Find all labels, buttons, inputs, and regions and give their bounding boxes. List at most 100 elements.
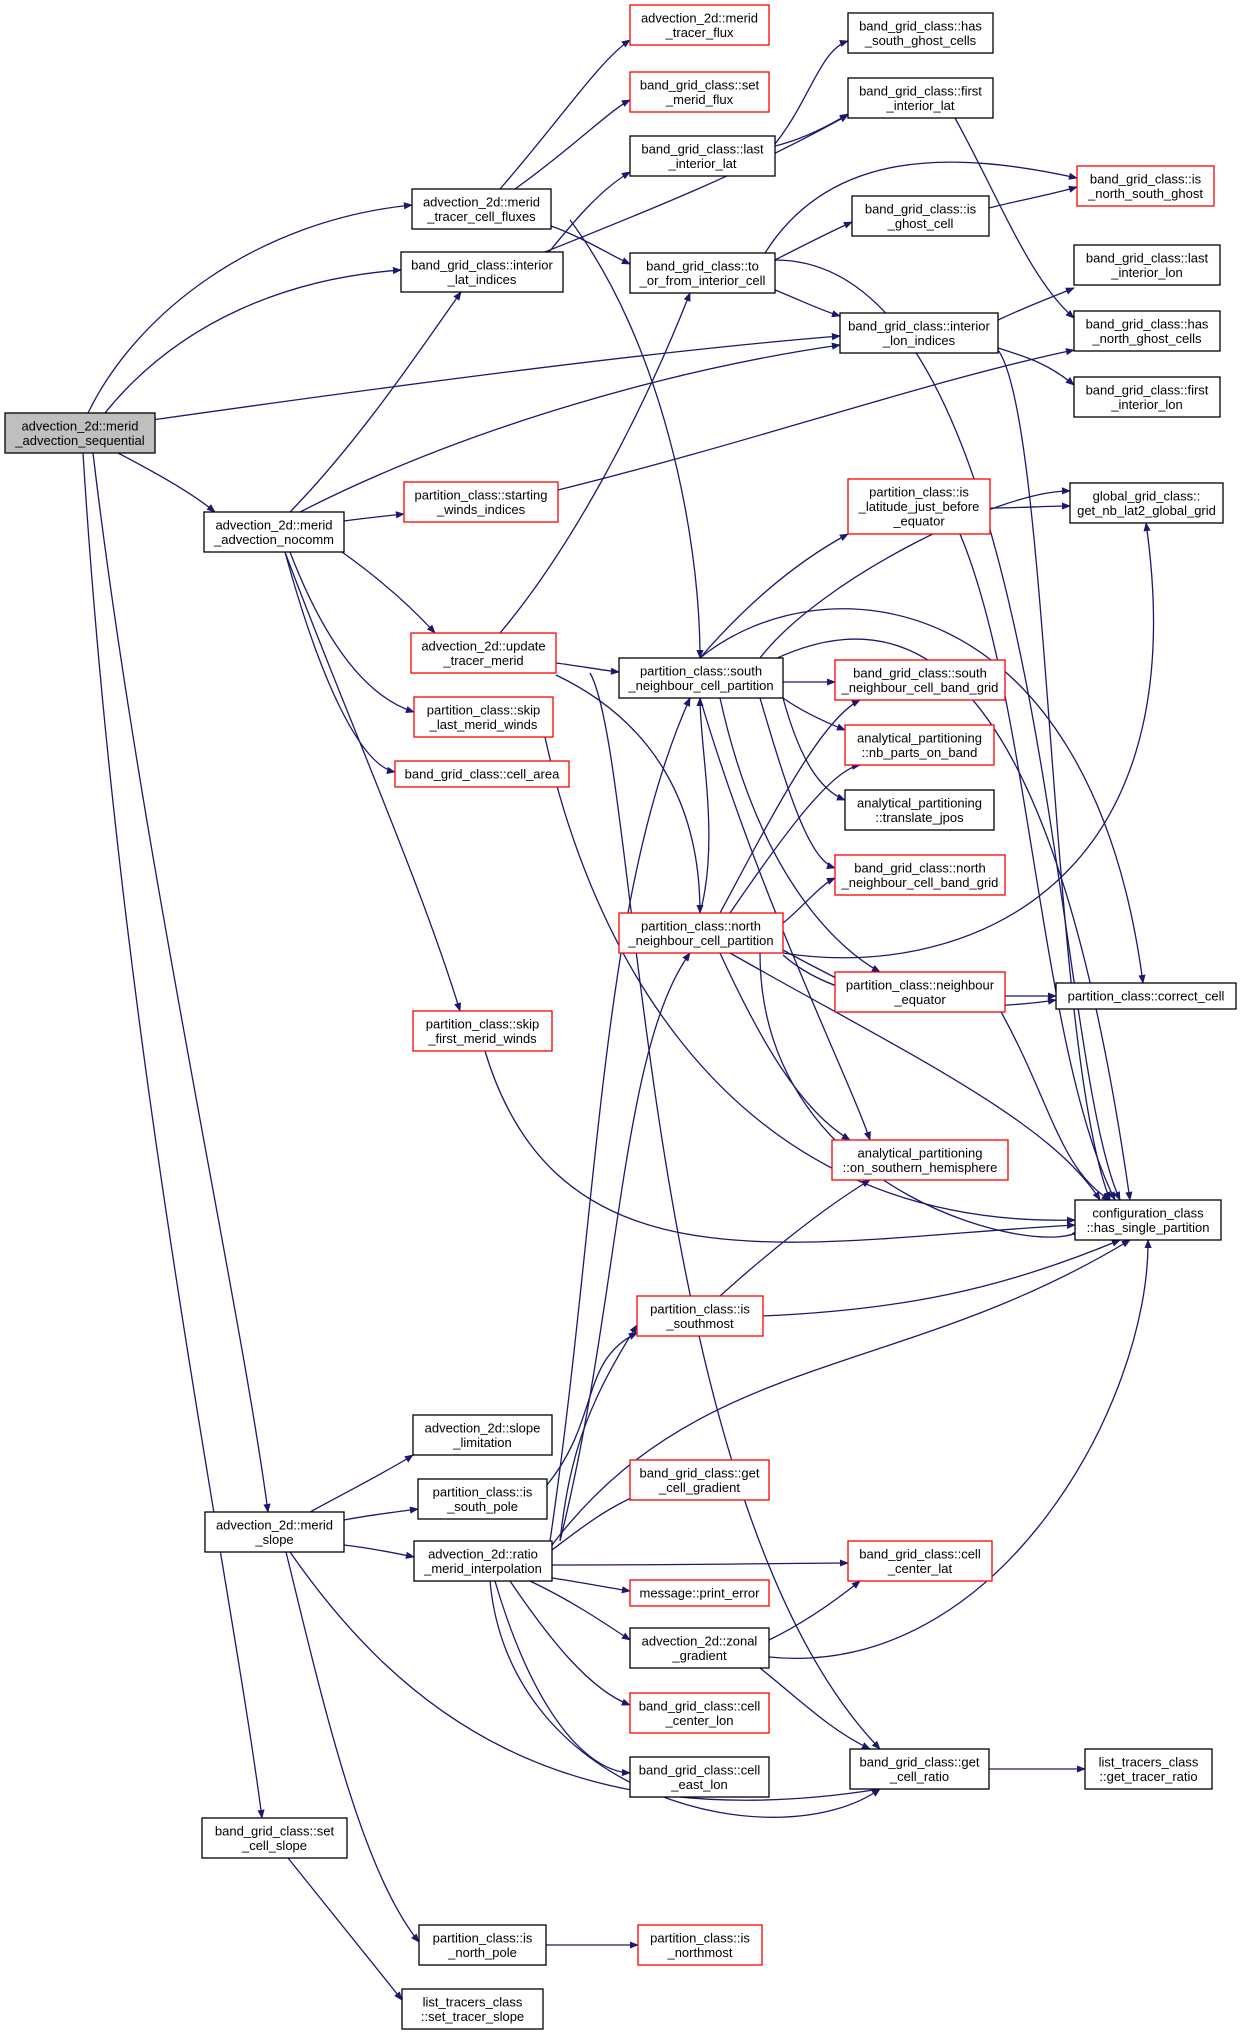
graph-node[interactable]: advection_2d::merid_advection_sequential xyxy=(4,412,156,454)
graph-node[interactable]: partition_class::neighbour_equator xyxy=(834,971,1006,1013)
graph-node[interactable]: band_grid_class::cell_center_lon xyxy=(629,1692,770,1734)
node-label: band_grid_class::cell xyxy=(859,1546,981,1561)
node-box xyxy=(629,135,776,177)
graph-node[interactable]: message::print_error xyxy=(629,1579,770,1607)
node-label: partition_class::correct_cell xyxy=(1068,989,1225,1004)
call-edge xyxy=(92,452,271,1513)
node-box xyxy=(844,724,995,766)
graph-node[interactable]: advection_2d::ratio_merid_interpolation xyxy=(413,1540,553,1582)
node-label: ::set_tracer_slope xyxy=(421,2009,524,2024)
node-label: band_grid_class::first xyxy=(859,83,982,98)
node-label: _interior_lon xyxy=(1110,265,1183,280)
graph-node[interactable]: band_grid_class::last_interior_lat xyxy=(629,135,776,177)
graph-node[interactable]: band_grid_class::north_neighbour_cell_ba… xyxy=(834,854,1006,896)
graph-node[interactable]: analytical_partitioning::on_southern_hem… xyxy=(831,1139,1009,1181)
graph-node[interactable]: partition_class::starting_winds_indices xyxy=(403,481,559,523)
graph-node[interactable]: band_grid_class::first_interior_lat xyxy=(847,77,994,119)
call-edge xyxy=(774,113,849,147)
node-box xyxy=(412,1414,553,1456)
graph-node[interactable]: global_grid_class::get_nb_lat2_global_gr… xyxy=(1069,482,1224,524)
graph-node[interactable]: partition_class::skip_last_merid_winds xyxy=(413,696,554,738)
call-edge xyxy=(782,877,836,924)
graph-node[interactable]: advection_2d::merid_slope xyxy=(204,1511,345,1553)
graph-node[interactable]: partition_class::north_neighbour_cell_pa… xyxy=(618,912,784,954)
graph-node[interactable]: band_grid_class::has_north_ghost_cells xyxy=(1073,310,1221,352)
node-label: _equator xyxy=(893,992,946,1007)
graph-node[interactable]: band_grid_class::south_neighbour_cell_ba… xyxy=(834,659,1006,701)
graph-node[interactable]: band_grid_class::cell_area xyxy=(394,760,570,788)
call-edge xyxy=(719,697,881,973)
graph-node[interactable]: band_grid_class::interior_lon_indices xyxy=(839,312,999,354)
call-edge xyxy=(699,697,871,1141)
node-box xyxy=(851,195,990,237)
graph-node[interactable]: band_grid_class::set_merid_flux xyxy=(629,71,770,113)
graph-node[interactable]: band_grid_class::to_or_from_interior_cel… xyxy=(629,252,776,294)
node-label: get_nb_lat2_global_grid xyxy=(1077,503,1216,518)
graph-node[interactable]: analytical_partitioning::nb_parts_on_ban… xyxy=(844,724,995,766)
graph-node[interactable]: partition_class::is_northmost xyxy=(637,1924,763,1966)
node-box xyxy=(849,1748,990,1790)
call-edge xyxy=(699,533,849,659)
node-label: _south_ghost_cells xyxy=(864,33,977,48)
call-edge xyxy=(544,736,1076,1224)
graph-node[interactable]: band_grid_class::last_interior_lon xyxy=(1073,244,1221,286)
call-edge xyxy=(759,1667,871,1750)
node-box xyxy=(4,412,156,454)
call-edge xyxy=(151,333,841,421)
graph-node[interactable]: band_grid_class::cell_center_lat xyxy=(847,1540,993,1582)
graph-node[interactable]: band_grid_class::first_interior_lon xyxy=(1073,376,1221,418)
node-label: advection_2d::update xyxy=(421,638,545,653)
graph-node[interactable]: band_grid_class::interior_lat_indices xyxy=(400,251,564,293)
graph-node[interactable]: partition_class::is_southmost xyxy=(636,1295,764,1337)
graph-node[interactable]: advection_2d::zonal_gradient xyxy=(629,1627,770,1669)
call-edge xyxy=(484,1050,1076,1243)
graph-node[interactable]: band_grid_class::is_north_south_ghost xyxy=(1076,165,1215,207)
graph-node[interactable]: advection_2d::merid_tracer_cell_fluxes xyxy=(411,188,552,230)
node-box xyxy=(403,481,559,523)
call-edge xyxy=(343,1506,419,1521)
graph-node[interactable]: band_grid_class::get_cell_gradient xyxy=(629,1459,770,1501)
graph-node[interactable]: partition_class::is_south_pole xyxy=(417,1478,548,1520)
node-box xyxy=(839,312,999,354)
graph-node[interactable]: advection_2d::merid_advection_nocomm xyxy=(203,511,345,553)
graph-node[interactable]: partition_class::is_latitude_just_before… xyxy=(847,478,991,535)
graph-node[interactable]: list_tracers_class::get_tracer_ratio xyxy=(1084,1748,1213,1790)
call-edge xyxy=(343,511,405,522)
node-box xyxy=(847,478,991,535)
graph-node[interactable]: partition_class::skip_first_merid_winds xyxy=(412,1010,553,1052)
graph-node[interactable]: list_tracers_class::set_tracer_slope xyxy=(401,1988,544,2030)
graph-node[interactable]: advection_2d::update_tracer_merid xyxy=(410,632,557,674)
node-box xyxy=(629,71,770,113)
call-edge xyxy=(289,1551,881,1801)
graph-node[interactable]: analytical_partitioning::translate_jpos xyxy=(844,789,995,831)
node-label: band_grid_class::is xyxy=(1090,171,1202,186)
node-box xyxy=(1073,244,1221,286)
call-edge xyxy=(764,161,1078,254)
node-label: _north_pole xyxy=(447,1945,517,1960)
node-box xyxy=(1076,165,1215,207)
graph-node[interactable]: advection_2d::merid_tracer_flux xyxy=(629,4,770,46)
node-box xyxy=(618,657,784,699)
call-edge xyxy=(499,39,631,190)
call-edge xyxy=(551,1577,631,1594)
node-label: _gradient xyxy=(671,1648,727,1663)
node-label: _lat_indices xyxy=(447,272,517,287)
call-edge xyxy=(696,697,710,914)
graph-node[interactable]: band_grid_class::is_ghost_cell xyxy=(851,195,990,237)
graph-node[interactable]: band_grid_class::set_cell_slope xyxy=(201,1817,348,1859)
node-label: ::nb_parts_on_band xyxy=(862,745,978,760)
call-edge xyxy=(774,259,1121,1201)
call-edge xyxy=(768,1239,1152,1659)
graph-node[interactable]: band_grid_class::cell_east_lon xyxy=(629,1756,770,1798)
graph-node[interactable]: partition_class::is_north_pole xyxy=(418,1924,547,1966)
call-edge xyxy=(299,342,841,513)
graph-node[interactable]: advection_2d::slope_limitation xyxy=(412,1414,553,1456)
graph-node[interactable]: partition_class::correct_cell xyxy=(1055,982,1237,1010)
graph-node[interactable]: band_grid_class::get_cell_ratio xyxy=(849,1748,990,1790)
graph-node[interactable]: partition_class::south_neighbour_cell_pa… xyxy=(618,657,784,699)
graph-node[interactable]: configuration_class::has_single_partitio… xyxy=(1074,1199,1222,1241)
node-label: list_tracers_class xyxy=(1099,1754,1199,1769)
graph-node[interactable]: band_grid_class::has_south_ghost_cells xyxy=(847,12,994,54)
call-edge xyxy=(548,171,631,253)
node-label: band_grid_class::to xyxy=(646,258,759,273)
